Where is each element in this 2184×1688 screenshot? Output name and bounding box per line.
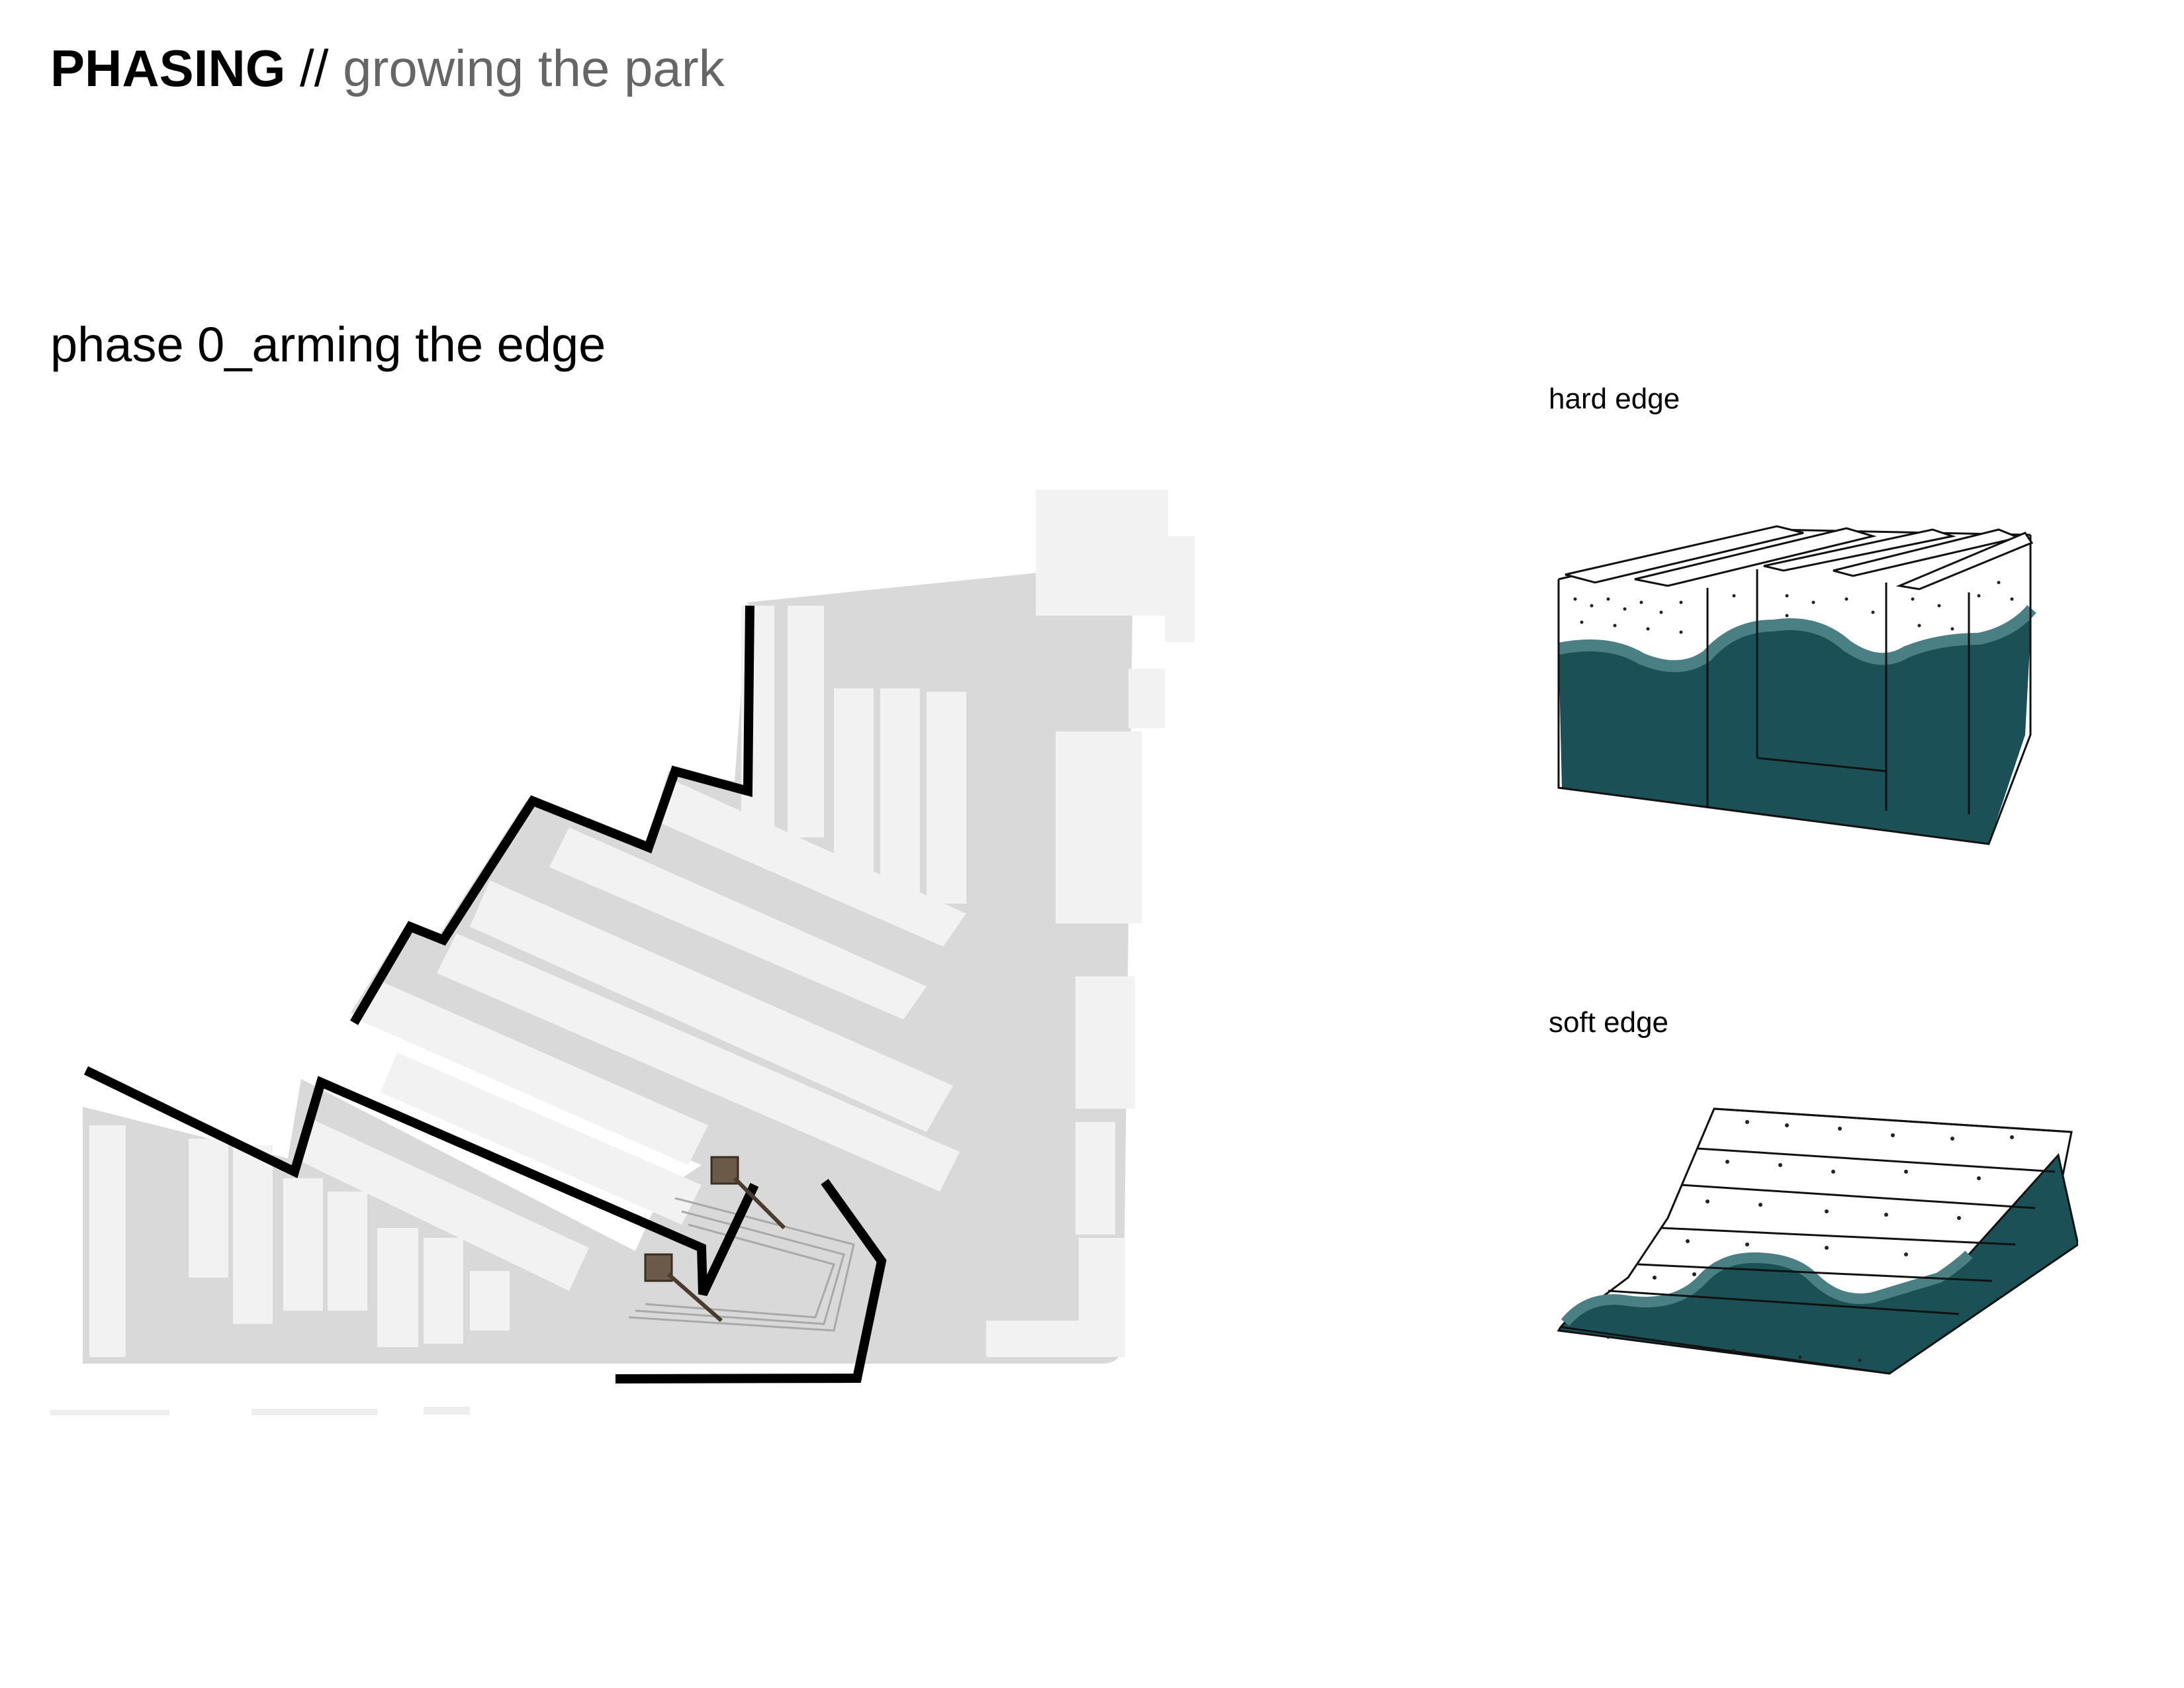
armed-edge-line [83, 605, 887, 1383]
terrace-steps [628, 1197, 855, 1332]
soft-edge-terrace-lines [1561, 1107, 2072, 1375]
hard-edge-label: hard edge [1549, 383, 1680, 415]
hard-edge-water-rim [1557, 604, 2036, 673]
building-slabs [295, 781, 966, 1291]
ground-fragments [50, 1407, 470, 1415]
upright-buildings [89, 490, 1195, 1357]
page-title: PHASING // growing the park [50, 38, 725, 99]
title-separator: // [285, 39, 343, 97]
soft-edge-dot-texture [1606, 1120, 2014, 1362]
title-phasing: PHASING [50, 39, 286, 97]
title-subtitle: growing the park [343, 39, 725, 97]
site-plan [50, 490, 1195, 1415]
hard-edge-diagram [1557, 525, 2036, 845]
hard-edge-outline [1557, 525, 2034, 845]
hard-edge-dot-texture [1573, 581, 2014, 634]
phase-title: phase 0_arming the edge [50, 317, 606, 372]
soft-edge-label: soft edge [1549, 1006, 1669, 1039]
soft-edge-diagram [1557, 1107, 2078, 1375]
crane-icon [644, 1156, 786, 1323]
soft-edge-water-rim [1561, 1250, 1973, 1327]
